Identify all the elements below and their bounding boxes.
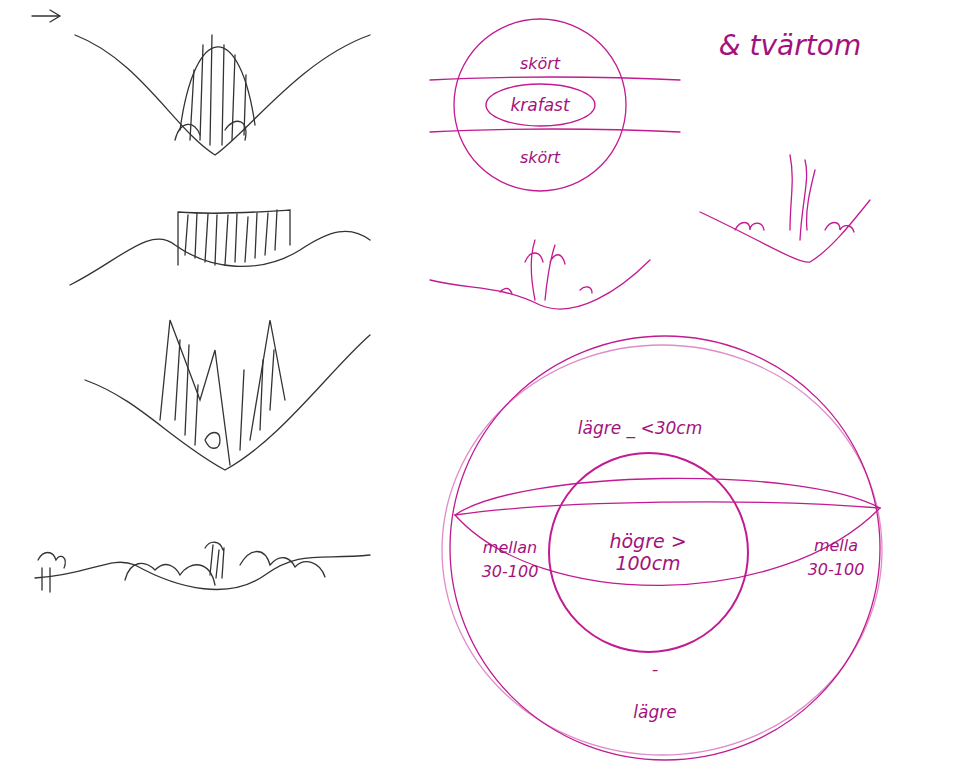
handwritten-label: mellan 30-100	[475, 536, 545, 584]
handwritten-label: mella 30-100	[801, 534, 871, 582]
handwritten-label: skört	[520, 54, 560, 73]
handwritten-label: -	[652, 658, 659, 679]
handwritten-label: lägre _ <30cm	[578, 418, 702, 438]
handwritten-label: lägre	[633, 702, 676, 722]
region-text: krafast	[510, 95, 569, 115]
circle-region: högre > 100cm	[547, 451, 750, 654]
region-text: högre > 100cm	[593, 530, 703, 574]
handwritten-label: & tvärtom	[719, 29, 861, 62]
oval-region: krafast	[484, 82, 597, 128]
handwritten-label: skört	[520, 148, 560, 167]
